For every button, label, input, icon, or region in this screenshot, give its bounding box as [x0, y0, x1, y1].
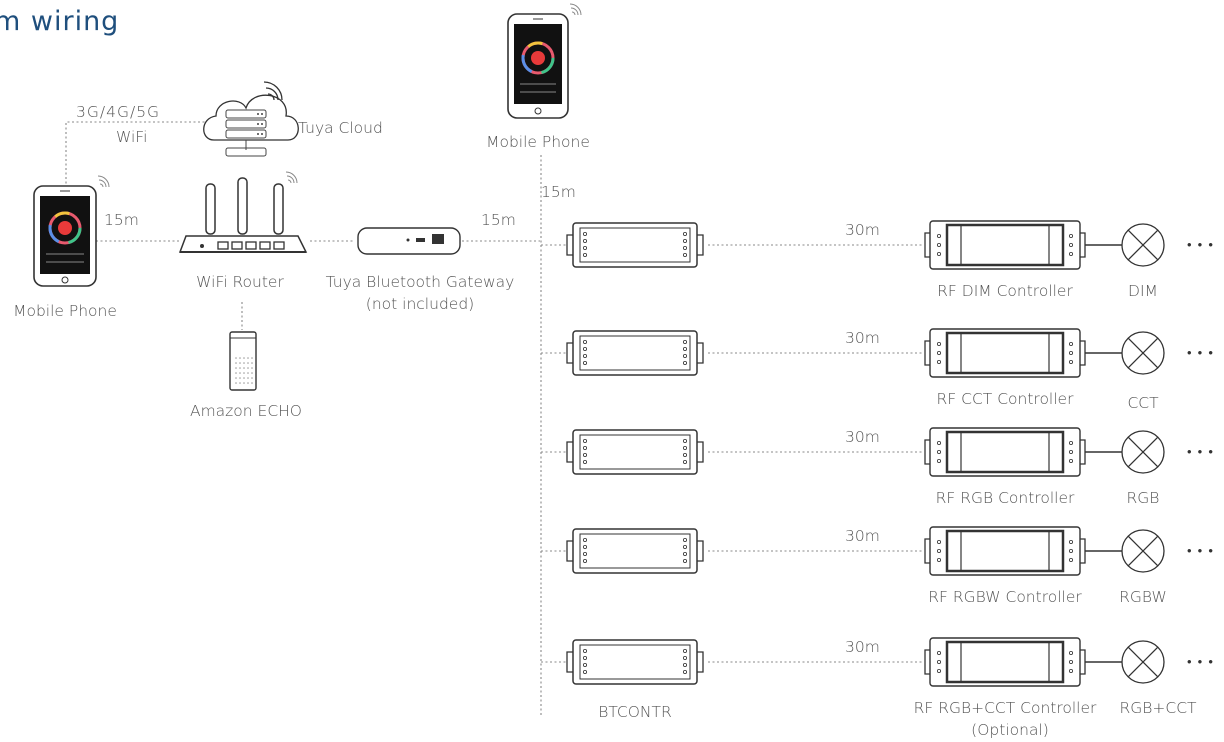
mobile-phone-left-label: Mobile Phone — [13, 302, 117, 320]
gateway-label: Tuya Bluetooth Gateway — [326, 273, 515, 291]
mobile-phone-top-label: Mobile Phone — [486, 133, 590, 151]
rf-distance-label: 30m — [845, 221, 880, 239]
btcontr-receiver-icon — [566, 330, 704, 376]
more-dots-icon: • • • — [1187, 544, 1214, 559]
rf-controller-icon — [924, 328, 1086, 378]
wifi-router-label: WiFi Router — [196, 273, 284, 291]
lamp-icon — [1121, 529, 1165, 573]
controller-rows: 30m • • • RF DIM Controller DIM 30m • • • RF C… — [541, 220, 1214, 739]
network-label: 3G/4G/5G — [76, 103, 160, 121]
rf-controller-label: RF CCT Controller — [937, 390, 1075, 408]
cloud-label: Tuya Cloud — [298, 119, 383, 137]
mobile-phone-top-icon — [507, 3, 582, 119]
rf-controller-label: RF DIM Controller — [937, 282, 1073, 300]
lamp-icon — [1121, 430, 1165, 474]
more-dots-icon: • • • — [1187, 238, 1214, 253]
controller-row: 30m • • • RF CCT Controller CCT — [541, 328, 1214, 412]
distance-phone-bus: 15m — [541, 183, 576, 201]
page-title: m wiring — [0, 6, 120, 37]
lamp-label: RGBW — [1119, 588, 1167, 606]
rf-controller-label: RF RGB Controller — [936, 489, 1075, 507]
controller-row: 30m • • • RF RGB Controller RGB — [541, 427, 1214, 507]
distance-phone-router: 15m — [104, 211, 139, 229]
rf-controller-icon — [924, 637, 1086, 687]
rf-controller-icon — [924, 526, 1086, 576]
wifi-label: WiFi — [116, 128, 147, 146]
connection-lines — [65, 121, 542, 717]
lamp-icon — [1121, 223, 1165, 267]
controller-row: 30m • • • RF RGB+CCT Controller (Optional) R… — [541, 637, 1214, 739]
lamp-icon — [1121, 331, 1165, 375]
btcontr-receiver-icon — [566, 222, 704, 268]
distance-gateway-bus: 15m — [481, 211, 516, 229]
btcontr-receiver-icon — [566, 528, 704, 574]
rf-distance-label: 30m — [845, 428, 880, 446]
gateway-note: (not included) — [366, 295, 474, 313]
rf-distance-label: 30m — [845, 638, 880, 656]
amazon-echo-label: Amazon ECHO — [190, 402, 302, 420]
mobile-phone-left-icon — [33, 175, 110, 287]
amazon-echo-icon — [229, 331, 257, 391]
rf-controller-note: (Optional) — [971, 721, 1049, 739]
lamp-icon — [1121, 640, 1165, 684]
more-dots-icon: • • • — [1187, 346, 1214, 361]
rf-controller-icon — [924, 427, 1086, 477]
btcontr-label: BTCONTR — [598, 703, 672, 721]
wifi-router-icon — [178, 171, 308, 253]
rf-controller-label: RF RGBW Controller — [928, 588, 1082, 606]
rf-distance-label: 30m — [845, 329, 880, 347]
more-dots-icon: • • • — [1187, 655, 1214, 670]
controller-row: 30m • • • RF RGBW Controller RGBW — [541, 526, 1214, 606]
tuya-cloud-icon — [203, 81, 299, 157]
lamp-label: RGB+CCT — [1119, 699, 1197, 717]
lamp-label: DIM — [1128, 282, 1158, 300]
btcontr-receiver-icon — [566, 639, 704, 685]
controller-row: 30m • • • RF DIM Controller DIM — [541, 220, 1214, 300]
rf-controller-label: RF RGB+CCT Controller — [914, 699, 1097, 717]
rf-distance-label: 30m — [845, 527, 880, 545]
bluetooth-gateway-icon — [357, 227, 461, 255]
lamp-label: CCT — [1127, 394, 1159, 412]
btcontr-receiver-icon — [566, 429, 704, 475]
lamp-label: RGB — [1127, 489, 1160, 507]
more-dots-icon: • • • — [1187, 445, 1214, 460]
rf-controller-icon — [924, 220, 1086, 270]
